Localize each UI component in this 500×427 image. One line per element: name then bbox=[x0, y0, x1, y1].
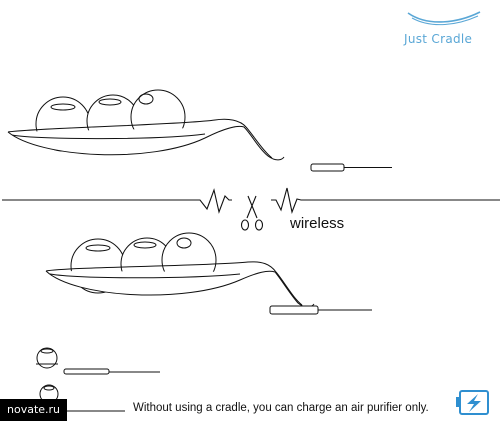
small-ball-icon bbox=[36, 347, 58, 369]
charger-cable-bottom bbox=[269, 305, 372, 315]
cradle-bottom bbox=[45, 232, 315, 308]
just-cradle-logo-icon bbox=[407, 11, 481, 26]
wireless-label: wireless bbox=[290, 215, 345, 232]
caption-text: Without using a cradle, you can charge a… bbox=[133, 402, 429, 414]
charger-cable-top bbox=[310, 163, 392, 172]
cradle-top bbox=[7, 89, 285, 161]
break-line bbox=[2, 188, 232, 214]
battery-lightning-icon bbox=[456, 390, 489, 415]
brand-name: Just Cradle bbox=[404, 32, 473, 46]
scissors-icon bbox=[240, 195, 264, 231]
break-line bbox=[271, 187, 500, 214]
watermark-label: novate.ru bbox=[0, 399, 68, 421]
